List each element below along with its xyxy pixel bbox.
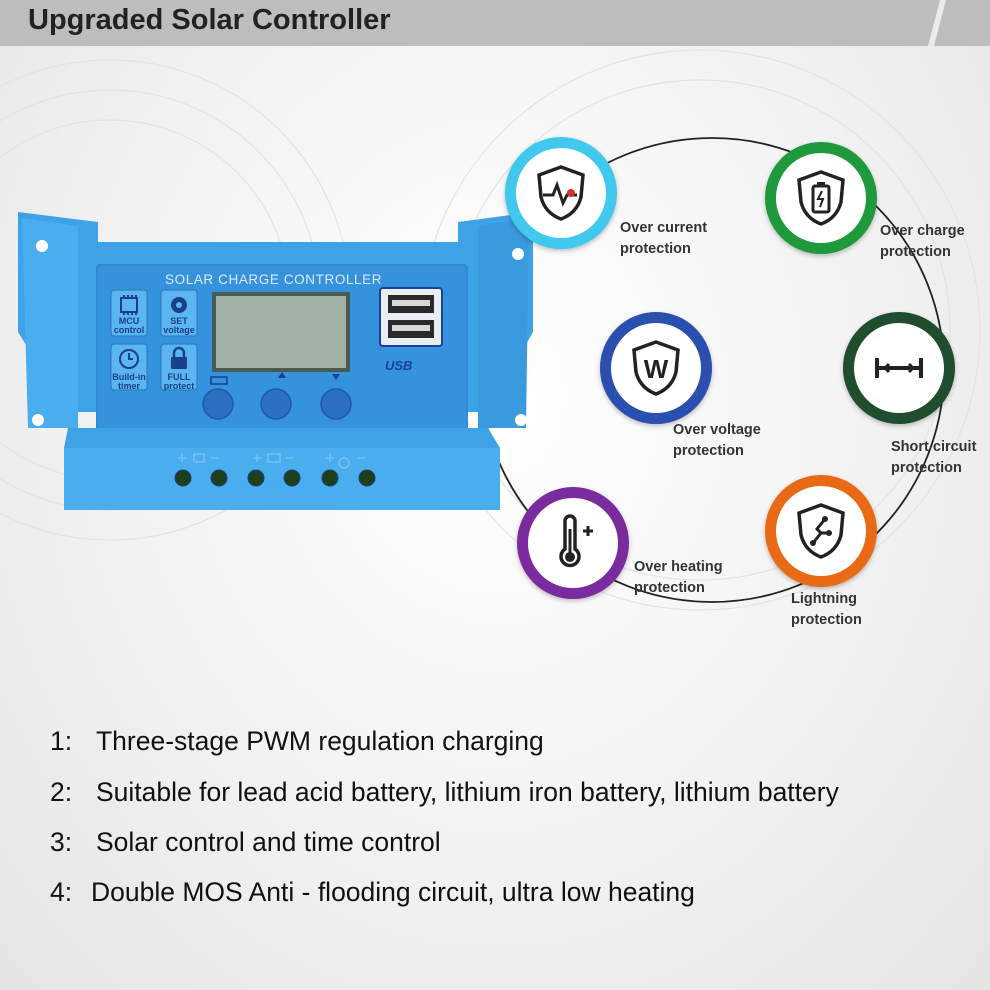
feature-item: 3:Solar control and time control (50, 827, 441, 857)
lightning-ring (765, 475, 877, 587)
clock-icon (119, 349, 139, 369)
battery-shield-icon (797, 170, 845, 226)
lock-icon (171, 346, 187, 369)
usb-label: USB (385, 358, 413, 373)
gear-icon (171, 297, 187, 313)
over-voltage-ring: W (600, 312, 712, 424)
feature-item: 1:Three-stage PWM regulation charging (50, 726, 544, 756)
w-shield-icon: W (632, 340, 680, 396)
feature-item: 2:Suitable for lead acid battery, lithiu… (50, 777, 839, 807)
short-circuit-ring (843, 312, 955, 424)
solar-charge-controller (18, 212, 533, 510)
over-current-ring (505, 137, 617, 249)
title-banner (0, 0, 990, 46)
lightning-shield-icon (797, 503, 845, 559)
banner-title: Upgraded Solar Controller (28, 4, 391, 36)
panel-title: SOLAR CHARGE CONTROLLER (165, 272, 383, 287)
chip-icon (120, 295, 138, 315)
over-heating-ring (517, 487, 629, 599)
control-buttons (202, 388, 352, 420)
thermometer-icon (559, 514, 593, 568)
feature-item: 4:Double MOS Anti - flooding circuit, ul… (50, 877, 695, 907)
heartbeat-shield-icon (537, 165, 585, 221)
over-charge-ring (765, 142, 877, 254)
short-circuit-icon (875, 358, 923, 378)
svg-text:W: W (644, 354, 669, 384)
